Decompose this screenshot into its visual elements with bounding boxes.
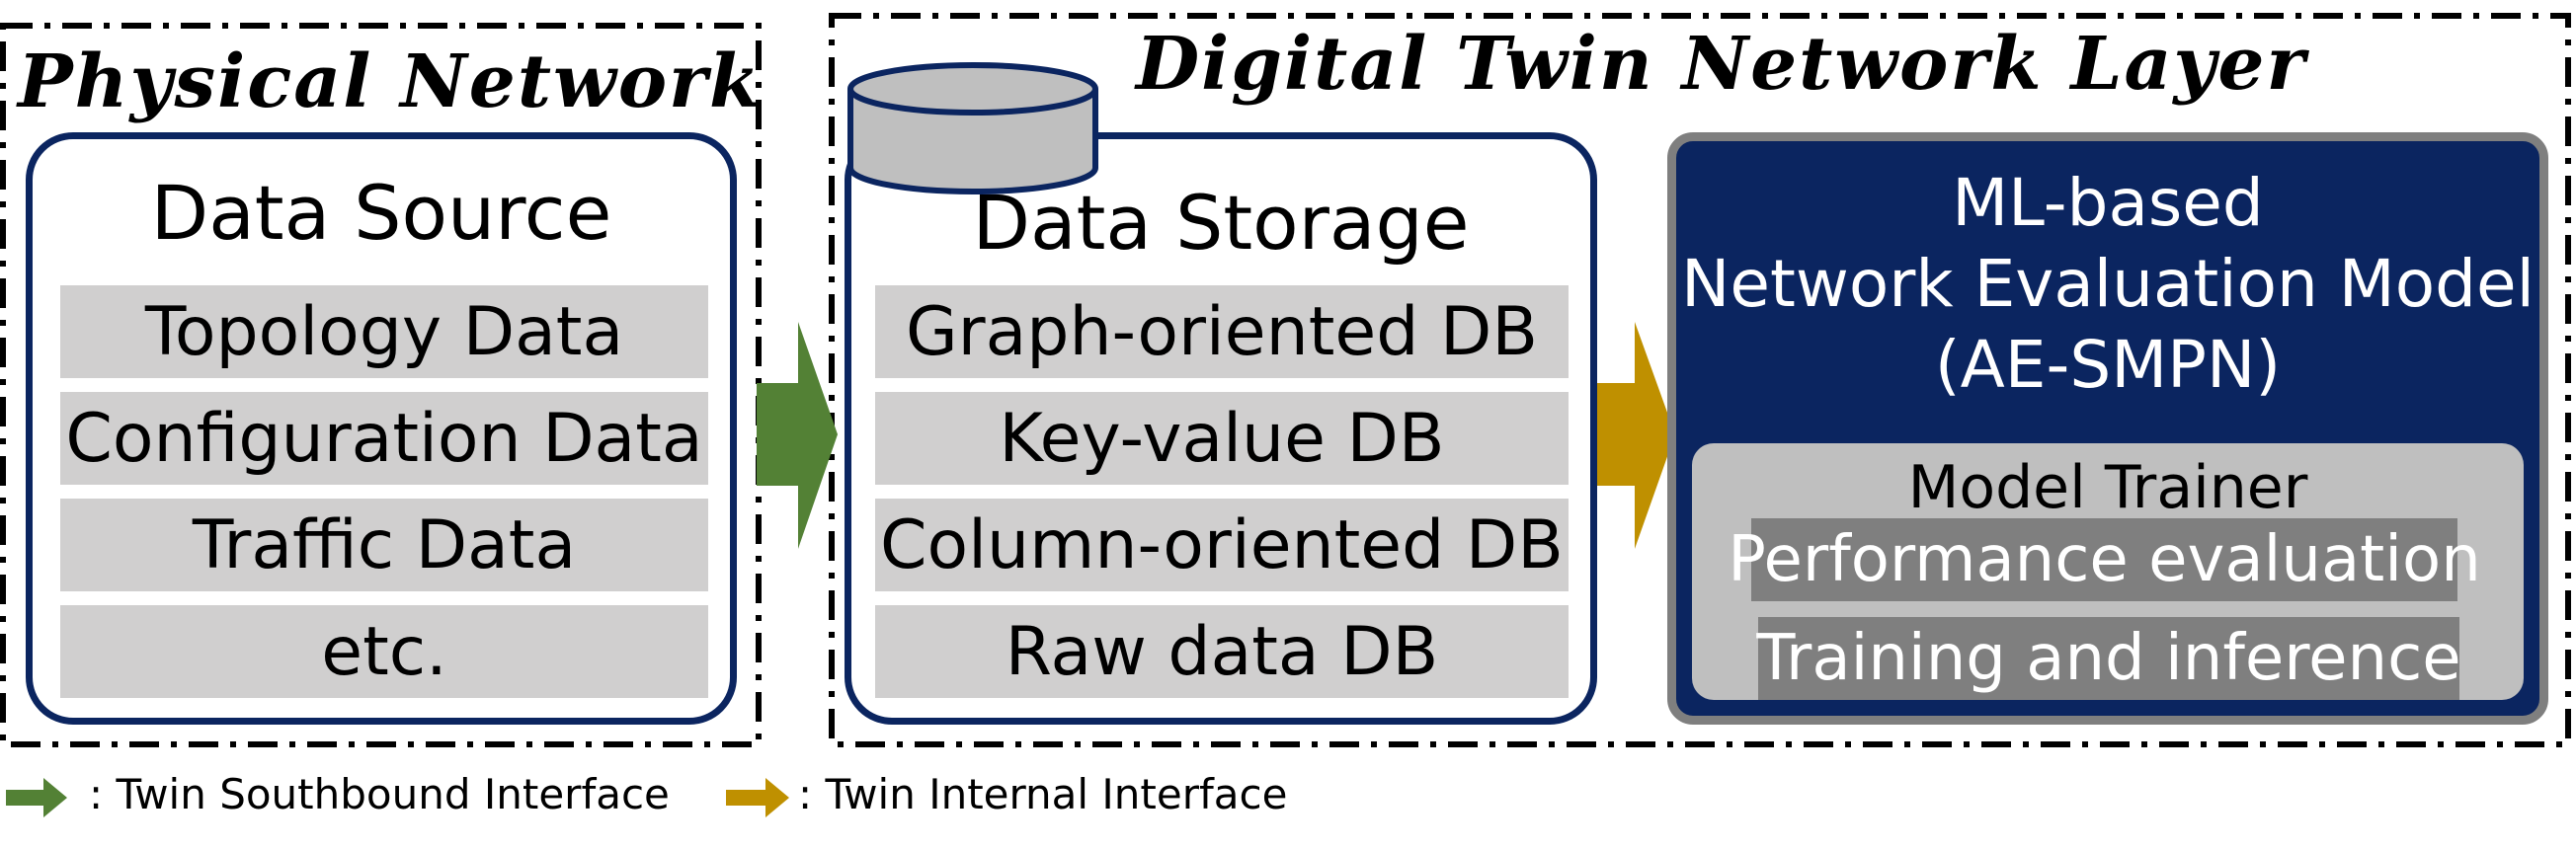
data-source-item: Traffic Data bbox=[60, 499, 708, 591]
legend-internal-arrow bbox=[726, 778, 789, 817]
data-source-item: etc. bbox=[60, 605, 708, 698]
ml-model-title-line: ML-based bbox=[1952, 165, 2264, 241]
legend-internal-label: : Twin Internal Interface bbox=[798, 770, 1288, 818]
training-inference-row: Training and inference bbox=[1756, 617, 2461, 700]
model-trainer-title: Model Trainer bbox=[1907, 453, 2308, 522]
internal-arrow bbox=[1597, 322, 1675, 549]
data-source-panel: Data Source Topology Data Configuration … bbox=[26, 132, 737, 725]
physical-network-region bbox=[0, 23, 762, 747]
southbound-arrow bbox=[757, 322, 838, 549]
digital-twin-title: Digital Twin Network Layer bbox=[1136, 22, 2307, 107]
data-storage-item: Graph-oriented DB bbox=[875, 285, 1569, 378]
data-storage-panel: Data Storage Graph-oriented DB Key-value… bbox=[845, 132, 1597, 725]
data-storage-item: Key-value DB bbox=[875, 392, 1569, 485]
legend-southbound-label: : Twin Southbound Interface bbox=[89, 770, 670, 818]
data-storage-title: Data Storage bbox=[972, 179, 1470, 267]
digital-twin-region bbox=[829, 13, 2571, 747]
database-cylinder-icon bbox=[847, 62, 1098, 194]
data-source-item: Configuration Data bbox=[60, 392, 708, 485]
physical-network-title: Physical Network bbox=[18, 39, 763, 124]
data-storage-item: Raw data DB bbox=[875, 605, 1569, 698]
ml-model-title-line: (AE-SMPN) bbox=[1934, 327, 2282, 403]
data-storage-item: Column-oriented DB bbox=[875, 499, 1569, 591]
legend-southbound-arrow bbox=[6, 778, 67, 817]
ml-model-title-line: Network Evaluation Model bbox=[1681, 246, 2535, 322]
performance-evaluation-row: Performance evaluation bbox=[1728, 518, 2481, 601]
data-source-title: Data Source bbox=[150, 169, 612, 257]
data-source-item: Topology Data bbox=[60, 285, 708, 378]
